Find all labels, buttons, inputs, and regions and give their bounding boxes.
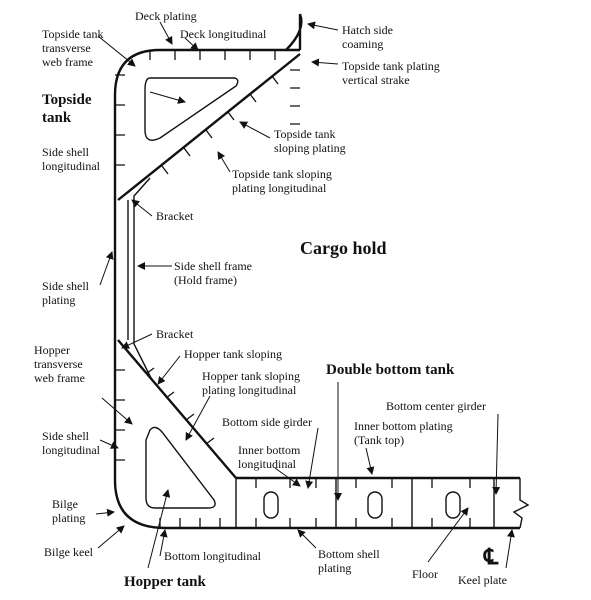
label-side-shell-plating-2: plating <box>42 293 75 307</box>
label-bottom-longitudinal: Bottom longitudinal <box>164 549 262 563</box>
label-double-bottom-tank: Double bottom tank <box>326 362 455 378</box>
longitudinal-stiffeners <box>115 50 471 528</box>
label-bottom-side-girder: Bottom side girder <box>222 415 312 429</box>
label-topside-tank-2: tank <box>42 110 72 126</box>
topside-web-opening <box>144 77 239 141</box>
label-bottom-shell-plating-2: plating <box>318 561 351 575</box>
label-floor: Floor <box>412 567 438 581</box>
hull-structure: ℄ <box>113 13 530 569</box>
label-inner-bottom-long-2: longitudinal <box>238 457 297 471</box>
label-hopper-web-3: web frame <box>34 371 85 385</box>
centerline-symbol: ℄ <box>483 544 499 569</box>
label-topside-web-2: transverse <box>42 41 91 55</box>
label-topside-sloping-1: Topside tank <box>274 127 335 141</box>
label-deck-longitudinal: Deck longitudinal <box>180 27 267 41</box>
label-side-shell-long-lower-2: longitudinal <box>42 443 101 457</box>
hatch-side-coaming <box>285 13 303 51</box>
lightening-hole-1 <box>263 491 279 519</box>
label-bilge-plating-2: plating <box>52 511 85 525</box>
label-inner-bottom-plating-1: Inner bottom plating <box>354 419 453 433</box>
label-inner-bottom-plating-2: (Tank top) <box>354 433 404 447</box>
label-side-shell-plating-1: Side shell <box>42 279 90 293</box>
label-bottom-center-girder: Bottom center girder <box>386 399 486 413</box>
double-bottom-girders <box>235 478 495 528</box>
labels: Deck plating Deck longitudinal Hatch sid… <box>34 9 507 590</box>
label-hopper-sloping-long-1: Hopper tank sloping <box>202 369 300 383</box>
label-hopper-web-1: Hopper <box>34 343 70 357</box>
label-topside-web-3: web frame <box>42 55 93 69</box>
label-side-shell-frame-2: (Hold frame) <box>174 273 237 287</box>
outer-shell-outline <box>113 48 520 530</box>
label-topside-sloping-long-2: plating longitudinal <box>232 181 327 195</box>
label-bottom-shell-plating-1: Bottom shell <box>318 547 380 561</box>
label-hopper-sloping: Hopper tank sloping <box>184 347 282 361</box>
label-bilge-plating-1: Bilge <box>52 497 78 511</box>
label-side-shell-long-2: longitudinal <box>42 159 101 173</box>
label-topside-vertical-1: Topside tank plating <box>342 59 440 73</box>
label-topside-vertical-2: vertical strake <box>342 73 410 87</box>
label-bracket-upper: Bracket <box>156 209 194 223</box>
topside-sloping-plating <box>117 53 301 201</box>
label-side-shell-long-1: Side shell <box>42 145 90 159</box>
label-hopper-tank: Hopper tank <box>124 574 206 590</box>
label-inner-bottom-long-1: Inner bottom <box>238 443 301 457</box>
label-keel-plate: Keel plate <box>458 573 507 587</box>
label-bilge-keel: Bilge keel <box>44 545 94 559</box>
label-hopper-web-2: transverse <box>34 357 83 371</box>
hopper-sloping-plating <box>117 339 237 479</box>
label-topside-web-1: Topside tank <box>42 27 103 41</box>
label-hatch-side-1: Hatch side <box>342 23 393 37</box>
side-shell-frame <box>133 177 153 381</box>
leader-lines <box>95 21 515 569</box>
lightening-hole-3 <box>445 491 461 519</box>
lightening-hole-2 <box>367 491 383 519</box>
label-side-shell-long-lower-1: Side shell <box>42 429 90 443</box>
label-topside-sloping-long-1: Topside tank sloping <box>232 167 332 181</box>
label-hatch-side-2: coaming <box>342 37 383 51</box>
label-hopper-sloping-long-2: plating longitudinal <box>202 383 297 397</box>
label-deck-plating: Deck plating <box>135 9 197 23</box>
keel-break-line <box>512 478 530 529</box>
label-side-shell-frame-1: Side shell frame <box>174 259 252 273</box>
label-topside-tank-1: Topside <box>42 92 92 108</box>
label-cargo-hold: Cargo hold <box>300 238 387 258</box>
hopper-web-opening <box>145 426 216 509</box>
label-bracket-lower: Bracket <box>156 327 194 341</box>
label-topside-sloping-2: sloping plating <box>274 141 346 155</box>
